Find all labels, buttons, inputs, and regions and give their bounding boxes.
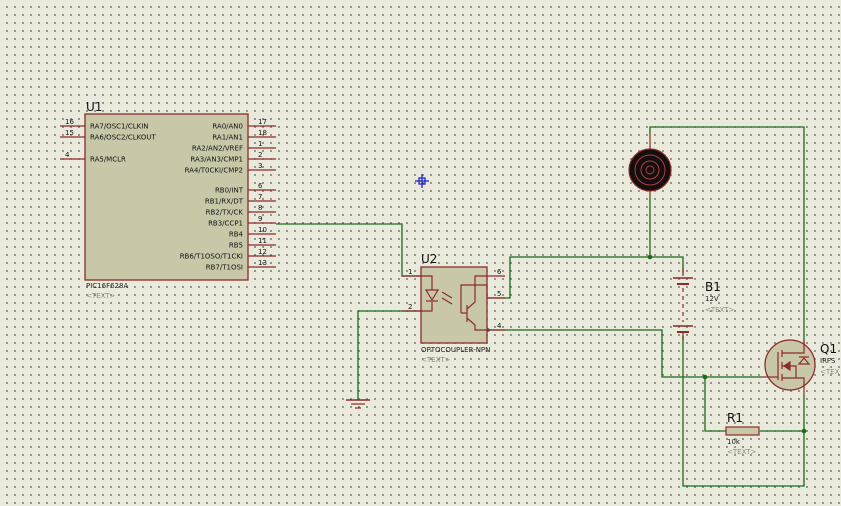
mosfet-diode-icon xyxy=(797,357,811,365)
mcu-pin-label: RB6/T1OSO/T1CKI xyxy=(180,253,243,261)
mcu-pin-label: RB3/CCP1 xyxy=(208,220,243,228)
battery-symbol[interactable] xyxy=(673,268,693,340)
mcu-pin-number: 11 xyxy=(258,237,267,245)
mcu-pin-label: RA1/AN1 xyxy=(212,134,243,142)
cursor-box xyxy=(418,177,426,185)
mcu-pin-number: 6 xyxy=(258,182,263,190)
optocoupler-body[interactable] xyxy=(420,266,488,344)
mcu-pin-number: 15 xyxy=(65,129,74,137)
mcu-u1[interactable]: U1 PIC16F628A <TEXT> 16RA7/OSC1/CLKIN15R… xyxy=(60,100,276,300)
led-wire-top xyxy=(421,275,433,290)
optocoupler-u2[interactable]: U2 OPTOCOUPLER-NPN <TEXT> 1 2 6 5 4 xyxy=(402,252,505,364)
wire-battery-to-source[interactable] xyxy=(682,336,805,487)
resistor-ref-label: R1 xyxy=(727,411,743,425)
light-arrow-icon xyxy=(441,291,453,299)
mcu-pin-number: 12 xyxy=(258,248,267,256)
mosfet-drain xyxy=(782,340,805,354)
mcu-pin-number: 17 xyxy=(258,118,267,126)
optocoupler-ref-label: U2 xyxy=(421,252,437,266)
mcu-pin-label: RB0/INT xyxy=(215,187,244,195)
mosfet-text-placeholder: <TEX xyxy=(820,368,840,376)
motor-ring xyxy=(634,154,666,186)
mcu-pin-label: RA3/AN3/CMP1 xyxy=(190,156,243,164)
led-triangle-icon xyxy=(424,289,440,302)
mcu-text-placeholder: <TEXT> xyxy=(86,292,116,300)
mcu-pin-number: 4 xyxy=(65,151,70,159)
junction-dot xyxy=(801,428,807,434)
battery-ref-label: B1 xyxy=(705,280,721,294)
mosfet-source xyxy=(782,377,805,395)
motor-ring xyxy=(640,160,660,180)
wire-motor-to-battery-positive[interactable] xyxy=(649,196,684,274)
resistor-value-label: 10k xyxy=(727,438,741,446)
mcu-pin-label: RA7/OSC1/CLKIN xyxy=(90,123,149,131)
battery-value-label: 12V xyxy=(705,295,719,303)
transistor-emitter xyxy=(466,317,487,331)
mcu-pin-label: RB4 xyxy=(229,231,244,239)
transistor-base-link xyxy=(460,284,488,313)
ground-symbol-icon[interactable] xyxy=(346,399,370,409)
mosfet-symbol xyxy=(762,340,811,395)
optocoupler-internal-symbol xyxy=(421,275,488,331)
mcu-pin-label: RA2/AN2/VREF xyxy=(192,145,243,153)
junctions xyxy=(486,254,807,434)
mcu-pin-label: RB1/RX/DT xyxy=(205,198,244,206)
mcu-pin-number: 16 xyxy=(65,118,74,126)
wire-opto-emitter-to-gate[interactable] xyxy=(488,329,762,378)
led-wire-bottom xyxy=(421,302,433,312)
mcu-pin-number: 8 xyxy=(258,204,262,212)
opto-pin-5-number: 5 xyxy=(497,290,501,298)
mcu-ref-label: U1 xyxy=(86,100,102,114)
mcu-pin-number: 10 xyxy=(258,226,267,234)
junction-dot xyxy=(647,254,653,260)
transistor-collector xyxy=(466,275,487,310)
resistor-text-placeholder: <TEXT> xyxy=(727,448,757,456)
wire-rb3-to-opto-anode[interactable] xyxy=(276,223,421,277)
opto-pin-4-number: 4 xyxy=(497,322,502,330)
mcu-body[interactable] xyxy=(84,113,249,281)
optocoupler-pins xyxy=(402,275,505,331)
opto-pin-1-number: 1 xyxy=(408,268,412,276)
mcu-pin-label: RA4/T0CKI/CMP2 xyxy=(185,167,243,175)
opto-pin-6-number: 6 xyxy=(497,268,502,276)
battery-b1[interactable]: B1 12V <TEXT> xyxy=(673,268,735,340)
mcu-pin-number: 1 xyxy=(258,140,262,148)
motor-hub xyxy=(645,165,655,175)
mosfet-arrow-icon xyxy=(782,360,791,372)
mcu-pin-number: 2 xyxy=(258,151,262,159)
wire-resistor-left[interactable] xyxy=(704,377,726,432)
optocoupler-text-placeholder: <TEXT> xyxy=(421,356,451,364)
mcu-pin-label: RA0/AN0 xyxy=(212,123,243,131)
mcu-pin-label: RB7/T1OSI xyxy=(206,264,243,272)
motor[interactable] xyxy=(628,134,672,196)
mcu-pin-label: RA6/OSC2/CLKOUT xyxy=(90,134,156,142)
optocoupler-part-label: OPTOCOUPLER-NPN xyxy=(421,346,490,354)
mcu-part-label: PIC16F628A xyxy=(86,282,128,290)
wire-opto-base-to-motor[interactable] xyxy=(488,256,650,299)
wire-opto-cathode-to-ground[interactable] xyxy=(357,310,421,400)
mcu-pin-label: RB5 xyxy=(229,242,243,250)
mcu-pin-number: 7 xyxy=(258,193,262,201)
mosfet-value-label: IRFS xyxy=(820,357,836,365)
light-arrow-icon xyxy=(441,297,453,305)
mosfet-ref-label: Q1 xyxy=(820,342,837,356)
opto-pin-2-number: 2 xyxy=(408,303,412,311)
battery-text-placeholder: <TEXT> xyxy=(705,306,735,314)
junction-dot xyxy=(702,374,708,380)
wire-top-loop[interactable] xyxy=(649,126,805,344)
mcu-pin-number: 13 xyxy=(258,259,267,267)
mcu-pin-number: 18 xyxy=(258,129,267,137)
mcu-pin-label: RA5/MCLR xyxy=(90,156,126,164)
mcu-pin-label: RB2/TX/CK xyxy=(206,209,244,217)
mosfet-q1[interactable]: Q1 IRFS <TEX xyxy=(762,339,840,395)
resistor-body[interactable] xyxy=(725,426,760,436)
mcu-pin-number: 9 xyxy=(258,215,262,223)
mcu-pin-number: 3 xyxy=(258,162,262,170)
crosshair-cursor-icon xyxy=(415,174,429,188)
resistor-r1[interactable]: R1 10k <TEXT> xyxy=(725,411,760,456)
